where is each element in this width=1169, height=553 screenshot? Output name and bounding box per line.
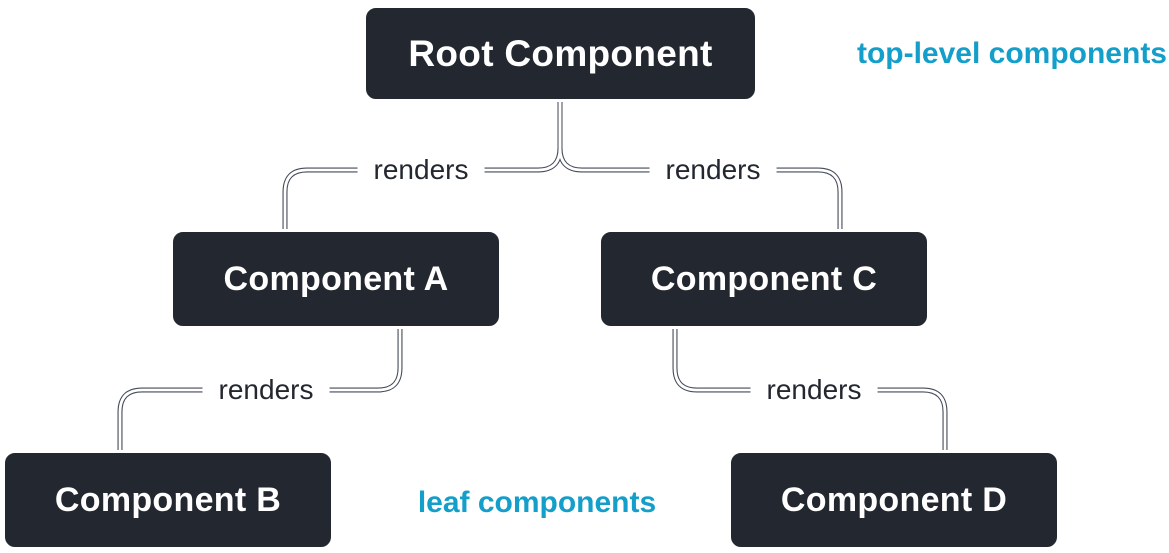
node-component-a-label: Component A [223, 259, 449, 298]
node-root-component-label: Root Component [408, 32, 713, 74]
node-component-d-label: Component D [780, 480, 1008, 519]
edge-label-renders-c-to-d: renders [750, 371, 878, 409]
edge-label-renders-root-to-a: renders [357, 151, 485, 189]
node-root-component: Root Component [363, 5, 758, 102]
node-component-d: Component D [728, 450, 1060, 550]
edge-label-renders-root-to-c: renders [649, 151, 777, 189]
node-component-b: Component B [2, 450, 334, 550]
annotation-leaf-components: leaf components [417, 486, 657, 519]
node-component-a: Component A [170, 229, 502, 329]
node-component-b-label: Component B [54, 480, 282, 519]
node-component-c: Component C [598, 229, 930, 329]
edge-label-renders-a-to-b: renders [202, 371, 330, 409]
annotation-top-level-components: top-level components [856, 37, 1167, 70]
node-component-c-label: Component C [650, 259, 878, 298]
